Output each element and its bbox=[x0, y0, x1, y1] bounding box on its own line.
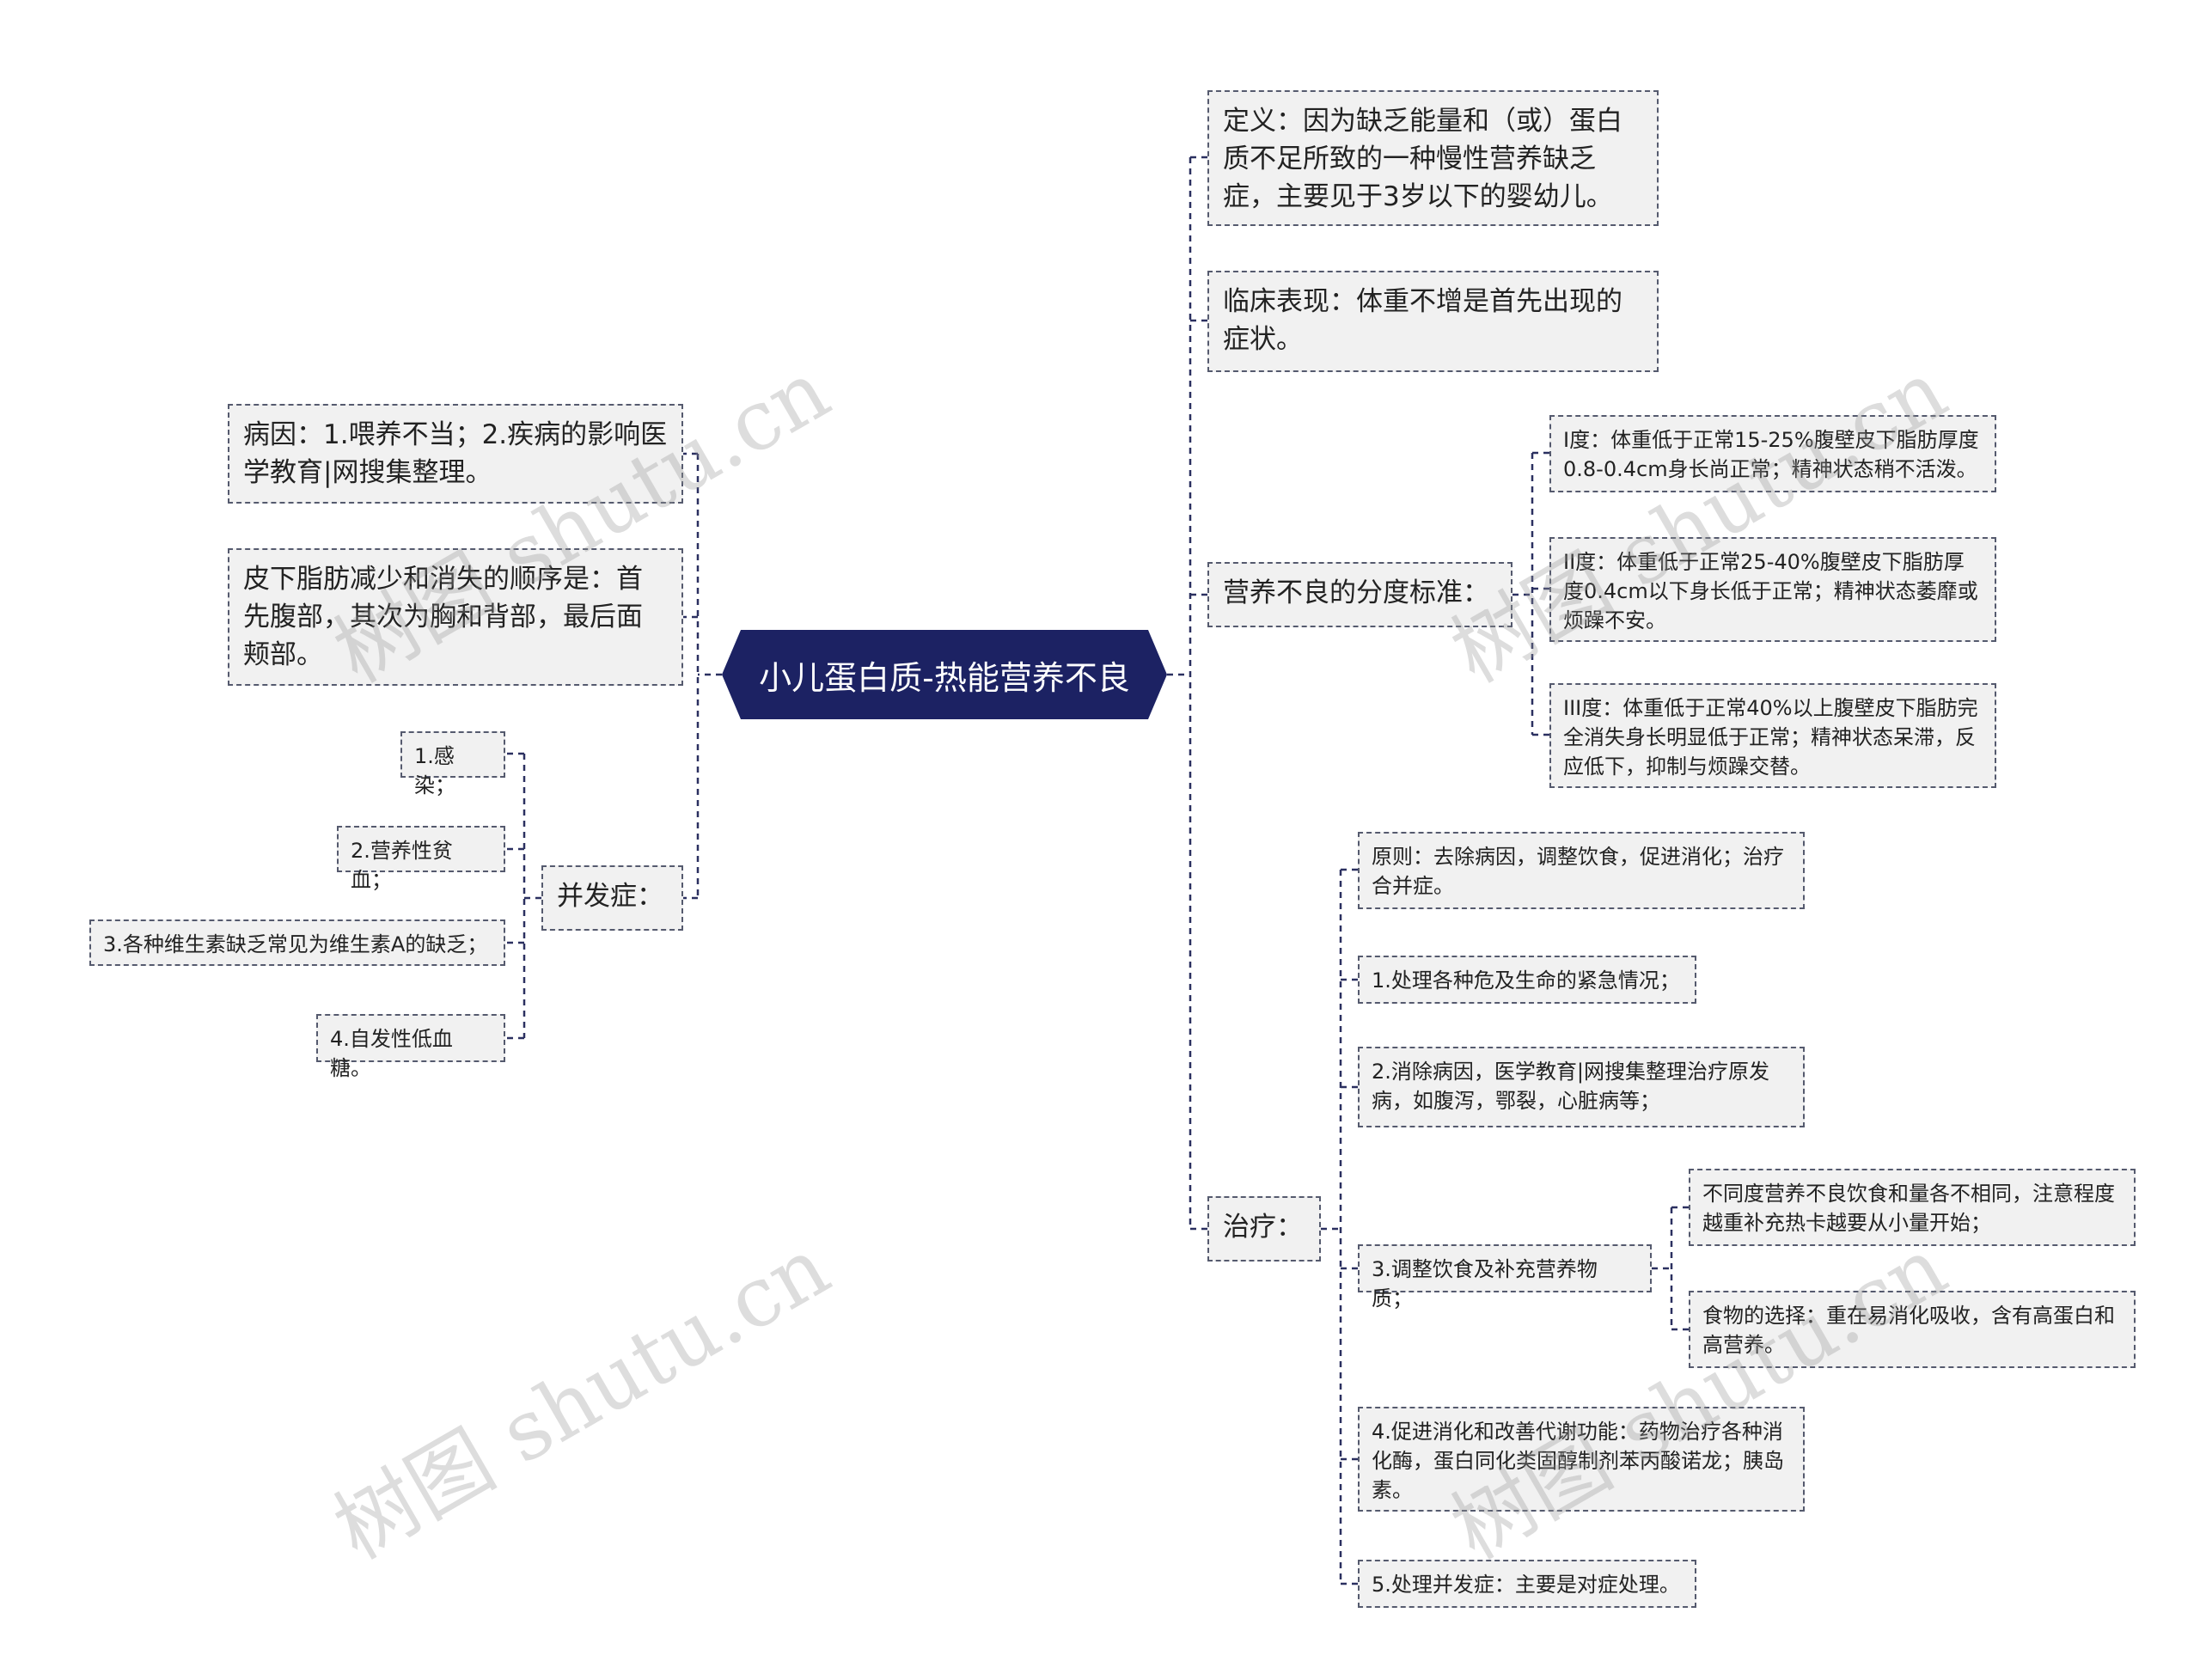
treatment-step[interactable]: 1.处理各种危及生命的紧急情况； bbox=[1358, 956, 1696, 1004]
cause-node[interactable]: 病因：1.喂养不当；2.疾病的影响医学教育|网搜集整理。 bbox=[228, 404, 683, 504]
complication-item[interactable]: 2.营养性贫血； bbox=[337, 826, 505, 892]
clinical-node[interactable]: 临床表现：体重不增是首先出现的症状。 bbox=[1207, 271, 1659, 372]
grading-node[interactable]: 营养不良的分度标准： bbox=[1207, 562, 1512, 627]
complications-node[interactable]: 并发症： bbox=[541, 865, 683, 931]
complication-item[interactable]: 3.各种维生素缺乏常见为维生素A的缺乏； bbox=[89, 919, 505, 966]
grade-item[interactable]: III度：体重低于正常40%以上腹壁皮下脂肪完全消失身长明显低于正常；精神状态呆… bbox=[1549, 683, 1996, 788]
treatment-principle[interactable]: 原则：去除病因，调整饮食，促进消化；治疗合并症。 bbox=[1358, 832, 1805, 909]
treatment-step[interactable]: 4.促进消化和改善代谢功能：药物治疗各种消化酶，蛋白同化类固醇制剂苯丙酸诺龙；胰… bbox=[1358, 1407, 1805, 1512]
treatment-node[interactable]: 治疗： bbox=[1207, 1196, 1321, 1262]
grade-item[interactable]: II度：体重低于正常25-40%腹壁皮下脂肪厚度0.4cm以下身长低于正常；精神… bbox=[1549, 537, 1996, 642]
definition-node[interactable]: 定义：因为缺乏能量和（或）蛋白质不足所致的一种慢性营养缺乏症，主要见于3岁以下的… bbox=[1207, 90, 1659, 226]
fat-loss-node[interactable]: 皮下脂肪减少和消失的顺序是：首先腹部，其次为胸和背部，最后面颊部。 bbox=[228, 548, 683, 686]
grade-item[interactable]: I度：体重低于正常15-25%腹壁皮下脂肪厚度0.8-0.4cm身长尚正常；精神… bbox=[1549, 415, 1996, 492]
treatment-step[interactable]: 2.消除病因，医学教育|网搜集整理治疗原发病，如腹泻，鄂裂，心脏病等； bbox=[1358, 1047, 1805, 1127]
treatment-step[interactable]: 5.处理并发症：主要是对症处理。 bbox=[1358, 1560, 1696, 1608]
complication-item[interactable]: 4.自发性低血糖。 bbox=[316, 1014, 505, 1080]
complication-item[interactable]: 1.感染； bbox=[400, 731, 505, 797]
diet-item[interactable]: 不同度营养不良饮食和量各不相同，注意程度越重补充热卡越要从小量开始； bbox=[1689, 1169, 2136, 1246]
treatment-step[interactable]: 3.调整饮食及补充营养物质； bbox=[1358, 1244, 1652, 1310]
root-topic[interactable]: 小儿蛋白质-热能营养不良 bbox=[722, 630, 1167, 719]
diet-item[interactable]: 食物的选择：重在易消化吸收，含有高蛋白和高营养。 bbox=[1689, 1291, 2136, 1368]
